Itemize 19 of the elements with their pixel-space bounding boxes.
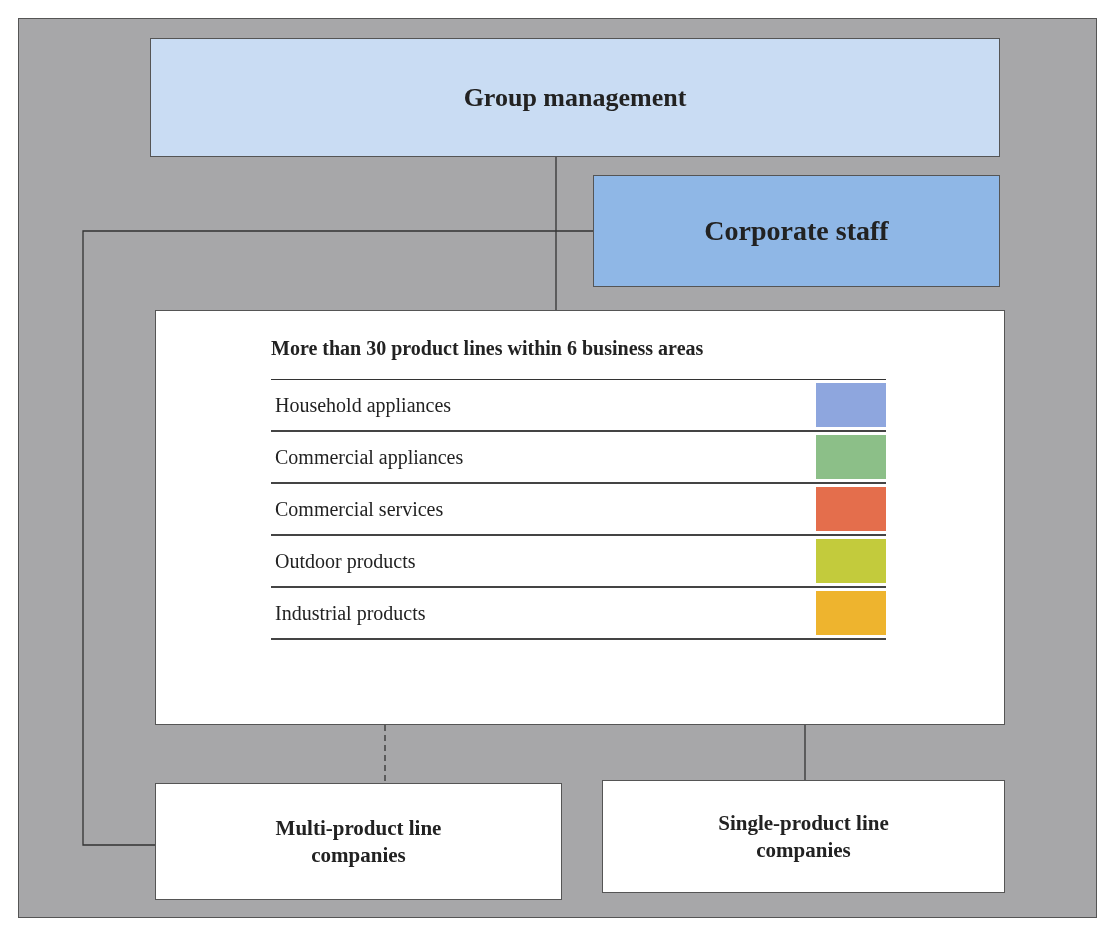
business-areas-panel xyxy=(155,310,1005,725)
box-title: More than 30 product lines within 6 business areas xyxy=(271,336,704,362)
org-box xyxy=(155,783,562,900)
connector-line xyxy=(82,230,594,846)
business-area-label: Commercial services xyxy=(274,497,444,522)
box-title: Multi-product line companies xyxy=(274,815,443,868)
box-title: Single-product line companies xyxy=(717,810,890,863)
connector-line xyxy=(384,724,386,784)
business-area-label: Outdoor products xyxy=(274,549,416,575)
box-title: Group management xyxy=(463,82,687,114)
connector-line xyxy=(555,156,557,311)
org-box xyxy=(150,38,1000,157)
org-box xyxy=(602,780,1005,893)
business-area-label: Household appliances xyxy=(274,393,452,419)
business-area-label: Commercial appliances xyxy=(274,445,464,471)
org-box xyxy=(593,175,1000,287)
connector-line xyxy=(804,724,806,781)
box-title: Corporate staff xyxy=(704,214,889,248)
business-area-label: Industrial products xyxy=(274,601,426,627)
